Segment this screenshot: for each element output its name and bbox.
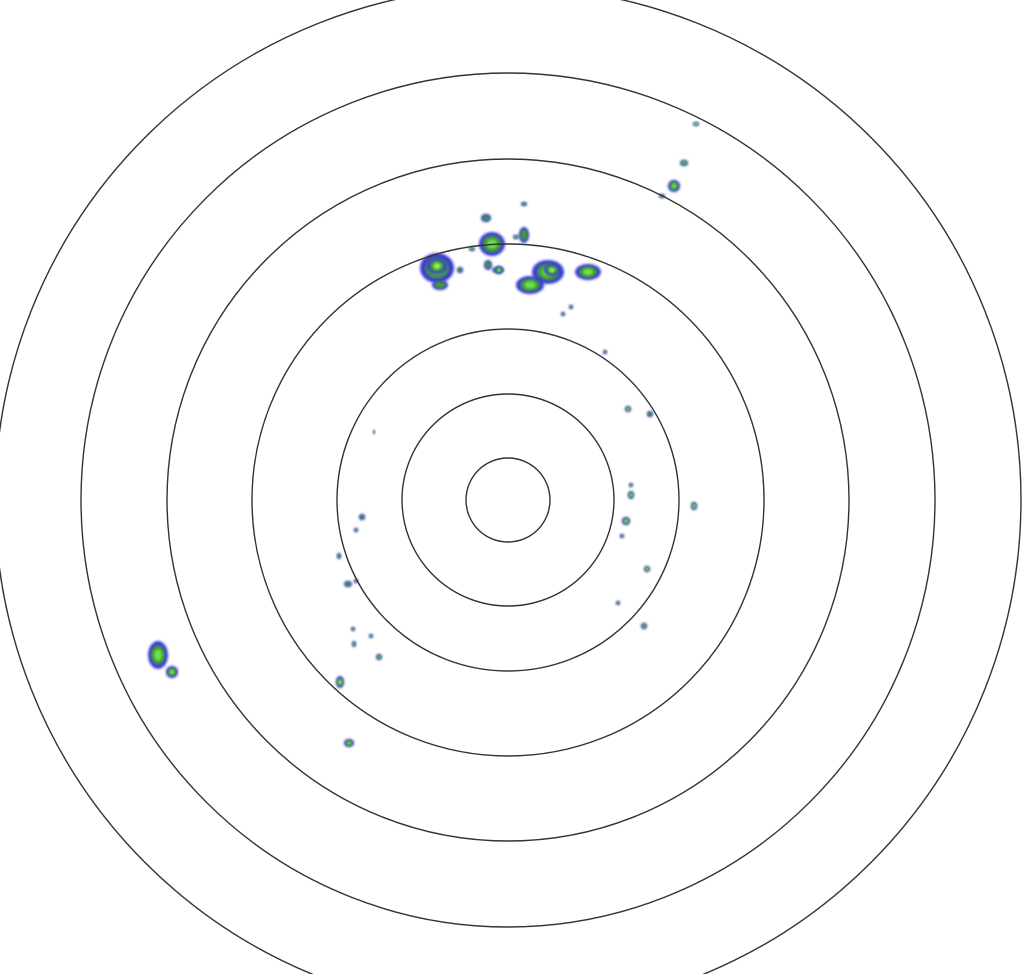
echo-layer <box>370 635 372 637</box>
echo-layer <box>582 268 594 276</box>
range-ring-5 <box>166 158 850 842</box>
echo-cell <box>376 654 382 660</box>
echo-layer <box>435 264 439 268</box>
echo-layer <box>646 568 648 570</box>
echo-layer <box>627 408 629 410</box>
echo-layer <box>630 484 632 486</box>
echo-cell <box>644 566 650 572</box>
echo-cell <box>469 247 475 251</box>
echo-layer <box>647 411 653 417</box>
echo-cell <box>351 627 355 631</box>
echo-cell <box>561 312 565 316</box>
echo-cell <box>603 350 607 354</box>
echo-cell <box>427 258 447 274</box>
echo-cell <box>457 267 463 273</box>
echo-layer <box>482 215 490 221</box>
echo-layer <box>434 281 446 289</box>
echo-layer <box>470 248 474 250</box>
echo-layer <box>521 202 527 206</box>
echo-cell <box>693 122 699 126</box>
echo-cell <box>641 623 647 629</box>
echo-cell <box>373 430 375 434</box>
echo-cell <box>691 502 697 510</box>
echo-cell <box>481 214 491 222</box>
echo-layer <box>550 268 554 272</box>
echo-cell <box>344 739 354 747</box>
echo-cell <box>616 601 620 605</box>
echo-cell <box>344 581 352 587</box>
echo-cell <box>629 483 633 487</box>
echo-layer <box>616 601 620 605</box>
range-ring-6 <box>80 72 936 928</box>
echo-layer <box>339 680 341 684</box>
range-ring-4 <box>251 243 765 757</box>
echo-layer <box>682 161 686 165</box>
echo-layer <box>337 553 341 559</box>
echo-layer <box>520 229 528 241</box>
range-ring-1 <box>465 457 551 543</box>
echo-layer <box>359 514 365 520</box>
echo-layer <box>561 312 565 316</box>
echo-layer <box>695 123 697 125</box>
echo-cell <box>575 264 601 280</box>
echo-layer <box>603 350 607 354</box>
precipitation-echoes <box>148 122 699 747</box>
echo-cell <box>148 641 168 669</box>
echo-cell <box>521 202 527 206</box>
echo-cell <box>484 260 492 270</box>
echo-layer <box>377 655 381 659</box>
echo-layer <box>514 236 518 238</box>
echo-cell <box>337 553 341 559</box>
echo-cell <box>352 641 356 647</box>
echo-cell <box>432 280 448 290</box>
echo-layer <box>169 669 175 675</box>
echo-cell <box>569 305 573 309</box>
echo-cell <box>495 266 503 274</box>
echo-layer <box>351 627 355 631</box>
echo-layer <box>693 505 695 507</box>
echo-layer <box>524 281 536 289</box>
echo-layer <box>354 528 358 532</box>
echo-cell <box>513 235 519 239</box>
echo-cell <box>359 514 365 520</box>
echo-layer <box>569 305 573 309</box>
echo-layer <box>457 267 463 273</box>
range-ring-3 <box>336 328 680 672</box>
echo-cell <box>620 534 624 538</box>
echo-layer <box>353 642 355 646</box>
echo-layer <box>345 581 351 587</box>
echo-layer <box>498 269 500 271</box>
echo-layer <box>625 520 627 522</box>
echo-layer <box>373 430 375 434</box>
echo-cell <box>544 264 560 276</box>
echo-layer <box>347 741 351 745</box>
echo-layer <box>642 624 646 628</box>
echo-cell <box>668 180 680 192</box>
echo-cell <box>519 227 529 243</box>
echo-layer <box>485 261 491 269</box>
echo-cell <box>622 517 630 525</box>
echo-cell <box>354 528 358 532</box>
range-ring-2 <box>401 393 615 607</box>
echo-cell <box>647 411 653 417</box>
echo-cell <box>680 160 688 166</box>
echo-cell <box>166 666 178 678</box>
echo-cell <box>369 634 373 638</box>
echo-cell <box>336 676 344 688</box>
echo-layer <box>630 494 632 496</box>
echo-cell <box>625 406 631 412</box>
echo-layer <box>154 649 162 661</box>
echo-layer <box>671 183 677 189</box>
echo-cell <box>628 491 634 499</box>
echo-cell <box>516 276 544 294</box>
echo-layer <box>620 534 624 538</box>
